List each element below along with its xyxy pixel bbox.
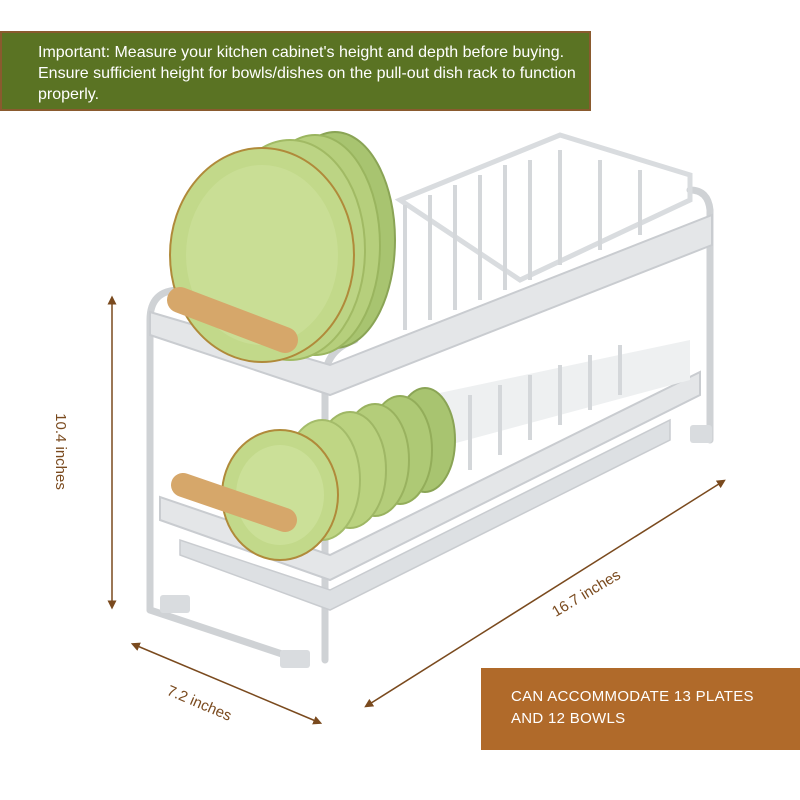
capacity-banner: CAN ACCOMMODATE 13 PLATES AND 12 BOWLS — [481, 668, 800, 750]
bowls-stack — [221, 387, 456, 561]
rack-feet — [160, 425, 712, 668]
length-dimension-line — [364, 479, 726, 708]
height-dimension-label: 10.4 inches — [51, 413, 69, 490]
measurement-notice-text: Important: Measure your kitchen cabinet'… — [38, 44, 576, 103]
measurement-notice-banner: Important: Measure your kitchen cabinet'… — [0, 31, 591, 111]
capacity-line-bowls: AND 12 BOWLS — [511, 710, 626, 727]
depth-dimension-line — [130, 642, 323, 725]
wooden-handles — [167, 287, 298, 532]
upper-tier — [149, 132, 713, 397]
capacity-line-plates: CAN ACCOMMODATE 13 PLATES — [511, 688, 754, 705]
lower-tier — [159, 340, 701, 611]
